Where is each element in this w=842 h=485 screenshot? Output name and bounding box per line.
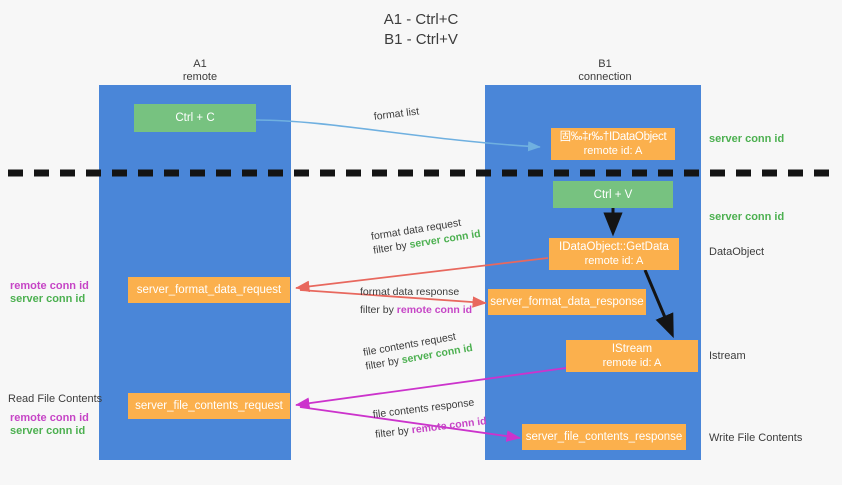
diagram-title-line1: A1 - Ctrl+C xyxy=(383,11,459,28)
lane-b1-name: B1 xyxy=(598,58,612,70)
node-server-file-contents-response-label: server_file_contents_response xyxy=(525,431,683,443)
edge-label-format-data-response: format data response filter by remote co… xyxy=(360,285,472,317)
filter-prefix: filter by xyxy=(374,424,413,441)
node-ctrl-v-label: Ctrl + V xyxy=(593,188,633,201)
annotation-server-conn-id-mid: server conn id xyxy=(709,211,785,223)
edge-label-file-contents-response: file contents response filter by remote … xyxy=(372,394,487,441)
node-server-format-data-response[interactable]: server_format_data_response xyxy=(488,289,646,315)
annotation-server-conn-id-left-mid: server conn id xyxy=(10,293,86,305)
node-idataobject-sub: remote id: A xyxy=(583,145,643,157)
node-server-format-data-request-label: server_format_data_request xyxy=(136,284,282,296)
node-idataobject[interactable]: 固‰‡r‰†IDataObject remote id: A xyxy=(551,128,675,160)
node-ctrl-c[interactable]: Ctrl + C xyxy=(134,104,256,132)
edge-label-format-list: format list xyxy=(373,105,420,123)
edge-format-data-response-filter: filter by remote conn id xyxy=(360,303,472,317)
lane-header-a1: A1 remote xyxy=(140,58,260,84)
node-server-file-contents-request-label: server_file_contents_request xyxy=(135,400,283,412)
annotation-read-file-contents: Read File Contents xyxy=(8,393,103,405)
node-ctrl-c-label: Ctrl + C xyxy=(175,112,215,124)
edge-format-data-response-line1: format data response xyxy=(360,286,460,298)
lane-header-b1: B1 connection xyxy=(545,58,665,84)
node-getdata-sub: remote id: A xyxy=(584,255,644,267)
node-server-format-data-response-label: server_format_data_response xyxy=(490,296,644,308)
node-istream-sub: remote id: A xyxy=(602,357,662,369)
annotation-dataobject: DataObject xyxy=(709,246,765,258)
node-server-format-data-request[interactable]: server_format_data_request xyxy=(128,277,290,303)
node-idataobject-label: 固‰‡r‰†IDataObject xyxy=(559,131,667,143)
annotation-remote-conn-id-bottom: remote conn id xyxy=(10,412,89,424)
node-getdata-label: IDataObject::GetData xyxy=(559,241,669,253)
annotation-write-file-contents: Write File Contents xyxy=(709,432,803,444)
lane-a1-name: A1 xyxy=(193,58,207,70)
filter-key-remote-conn-id: remote conn id xyxy=(411,415,488,437)
node-istream-label: IStream xyxy=(611,343,653,355)
filter-prefix: filter by xyxy=(360,304,397,316)
annotation-server-conn-id-bottom: server conn id xyxy=(10,425,86,437)
edge-label-format-data-request: format data request filter by server con… xyxy=(370,213,482,258)
node-ctrl-v[interactable]: Ctrl + V xyxy=(553,181,673,208)
edge-label-file-contents-request: file contents request filter by server c… xyxy=(362,327,474,373)
annotation-remote-conn-id-mid: remote conn id xyxy=(10,280,89,292)
lane-a1-sub: remote xyxy=(182,71,218,83)
node-istream[interactable]: IStream remote id: A xyxy=(566,340,698,372)
node-getdata[interactable]: IDataObject::GetData remote id: A xyxy=(549,238,679,270)
node-server-file-contents-request[interactable]: server_file_contents_request xyxy=(128,393,290,419)
lane-b1-sub: connection xyxy=(578,71,632,83)
filter-key-remote-conn-id: remote conn id xyxy=(396,304,473,316)
annotation-istream: Istream xyxy=(709,350,746,362)
node-server-file-contents-response[interactable]: server_file_contents_response xyxy=(522,424,686,450)
diagram-title-line2: B1 - Ctrl+V xyxy=(384,31,458,48)
annotation-server-conn-id-top: server conn id xyxy=(709,133,785,145)
